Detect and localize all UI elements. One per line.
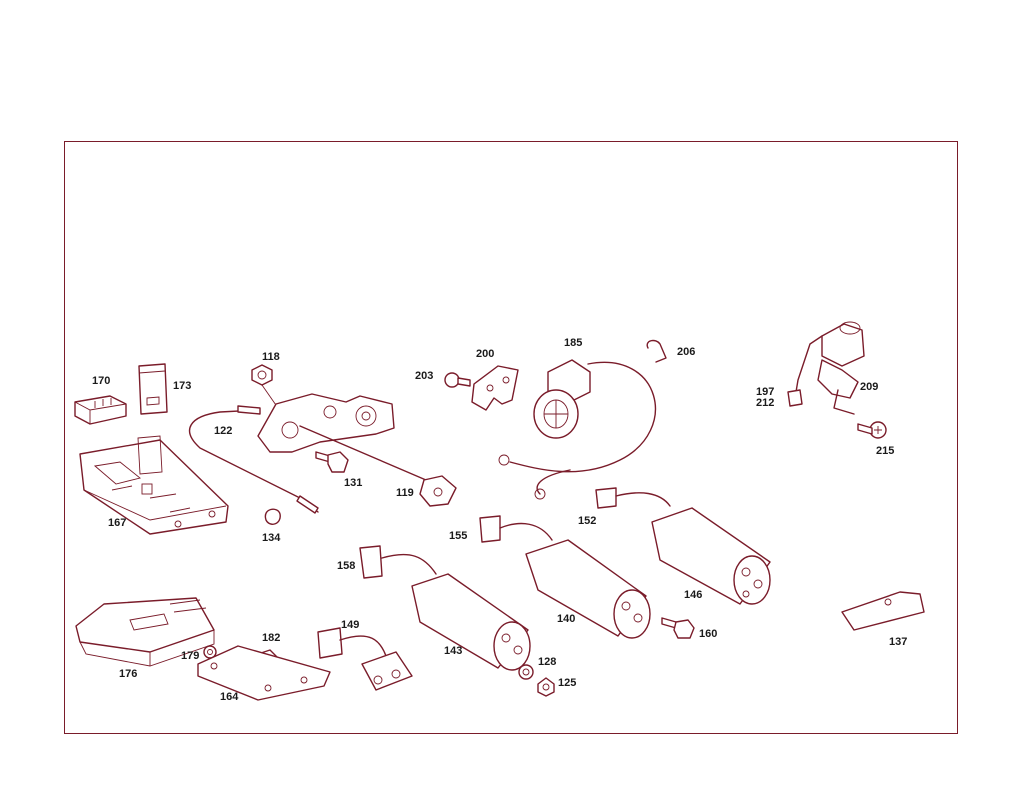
- diagram-frame: [64, 141, 958, 734]
- part-158-connector[interactable]: [359, 545, 437, 579]
- part-128-washer[interactable]: [518, 664, 534, 680]
- part-206-clip[interactable]: [646, 339, 667, 363]
- label-164: 164: [220, 691, 239, 703]
- label-173: 173: [173, 380, 191, 392]
- part-215-screw[interactable]: [857, 421, 887, 439]
- label-203: 203: [415, 370, 433, 382]
- part-122-cable[interactable]: [188, 405, 319, 514]
- label-125: 125: [558, 677, 576, 689]
- part-160-bolt[interactable]: [661, 617, 695, 639]
- part-200-bracket[interactable]: [471, 365, 519, 411]
- part-125-nut[interactable]: [537, 677, 555, 697]
- label-137: 137: [889, 636, 907, 648]
- label-128: 128: [538, 656, 556, 668]
- label-209: 209: [860, 381, 878, 393]
- part-170-connector[interactable]: [74, 395, 127, 425]
- part-146-motor[interactable]: [651, 507, 771, 605]
- label-170: 170: [92, 375, 110, 387]
- label-179: 179: [181, 650, 199, 662]
- label-160: 160: [699, 628, 717, 640]
- label-140: 140: [557, 613, 575, 625]
- label-200: 200: [476, 348, 494, 360]
- part-173-relay[interactable]: [138, 363, 168, 415]
- label-197: 197: [756, 386, 774, 398]
- part-164-bracket[interactable]: [197, 645, 331, 701]
- part-134-clip[interactable]: [264, 508, 281, 525]
- label-155: 155: [449, 530, 467, 542]
- part-137-cover[interactable]: [841, 591, 925, 631]
- label-146: 146: [684, 589, 702, 601]
- label-182: 182: [262, 632, 280, 644]
- part-149-connector[interactable]: [317, 627, 413, 691]
- label-149: 149: [341, 619, 359, 631]
- part-155-connector[interactable]: [479, 515, 553, 543]
- part-118-nut[interactable]: [251, 364, 279, 409]
- label-134: 134: [262, 532, 281, 544]
- label-176: 176: [119, 668, 137, 680]
- label-158: 158: [337, 560, 355, 572]
- part-185-motor[interactable]: [498, 359, 657, 500]
- part-143-motor[interactable]: [411, 573, 531, 671]
- part-119-gear-unit[interactable]: [257, 393, 457, 507]
- part-131-bolt[interactable]: [315, 451, 349, 473]
- label-152: 152: [578, 515, 596, 527]
- label-118: 118: [262, 351, 280, 363]
- label-215: 215: [876, 445, 894, 457]
- part-152-connector[interactable]: [595, 487, 671, 509]
- label-143: 143: [444, 645, 462, 657]
- label-131: 131: [344, 477, 362, 489]
- part-140-motor[interactable]: [525, 539, 651, 639]
- label-122: 122: [214, 425, 232, 437]
- part-209-actuator[interactable]: [787, 321, 865, 415]
- part-203-screw[interactable]: [444, 372, 471, 388]
- label-212: 212: [756, 397, 774, 409]
- label-206: 206: [677, 346, 695, 358]
- label-167: 167: [108, 517, 126, 529]
- label-119: 119: [396, 487, 414, 499]
- label-185: 185: [564, 337, 582, 349]
- part-176-control-unit[interactable]: [75, 597, 215, 667]
- part-167-bracket[interactable]: [79, 435, 229, 535]
